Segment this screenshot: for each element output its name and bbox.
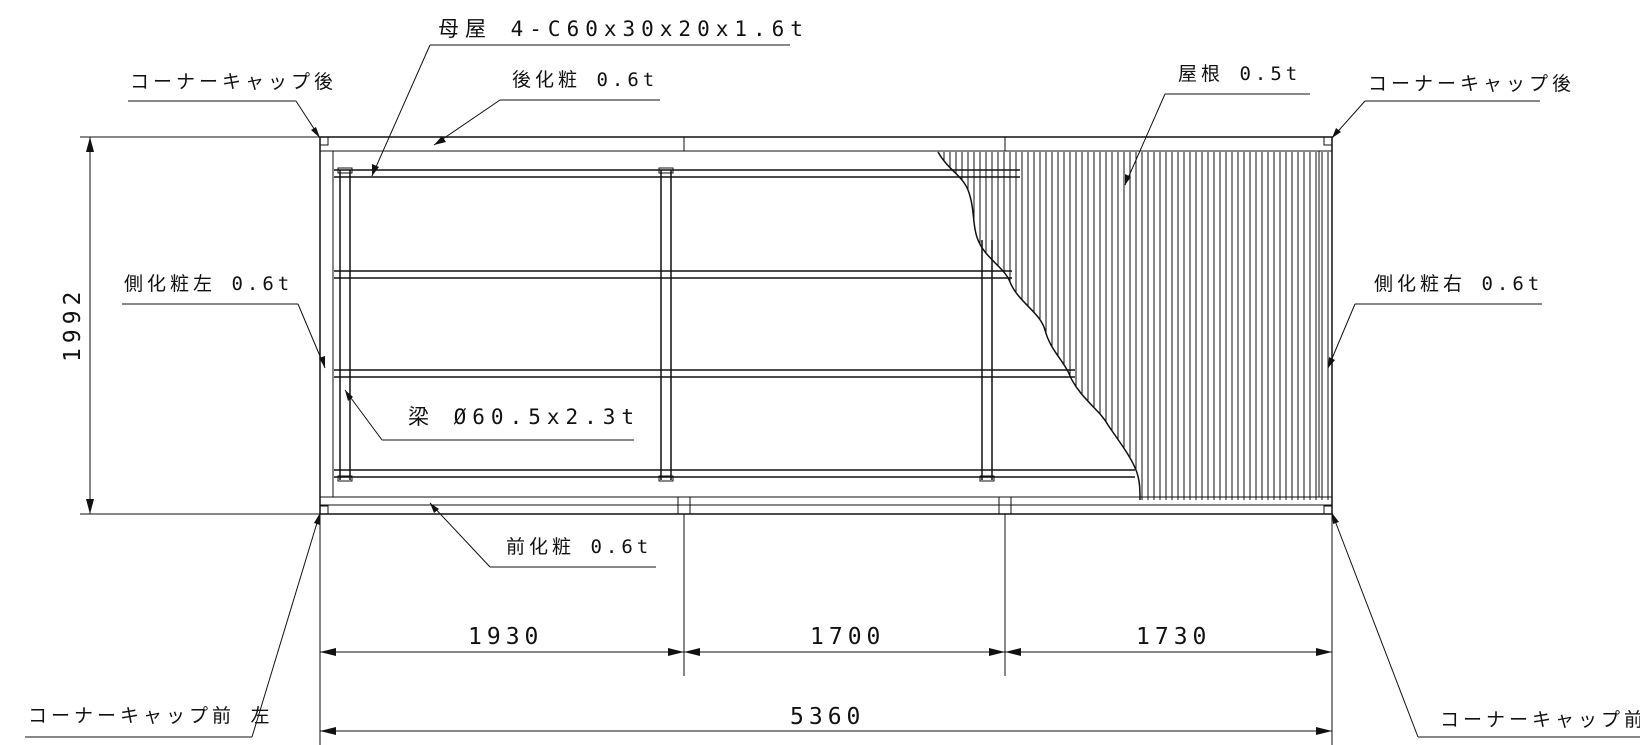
label-corner-cap-front-left: コーナーキャップ前 左 bbox=[28, 705, 273, 727]
label-corner-cap-rear-right: コーナーキャップ後 bbox=[1368, 73, 1575, 95]
label-purlin: 母屋 4-C60x30x20x1.6t bbox=[438, 17, 809, 41]
label-corner-cap-rear-left: コーナーキャップ後 bbox=[130, 71, 337, 93]
label-side-fascia-right: 側化粧右 0.6t bbox=[1374, 273, 1543, 295]
label-roof: 屋根 0.5t bbox=[1178, 63, 1301, 85]
label-front-fascia: 前化粧 0.6t bbox=[506, 536, 652, 558]
beams bbox=[337, 167, 995, 482]
label-corner-cap-front-right: コーナーキャップ前 右 bbox=[1440, 709, 1640, 731]
frame-outline bbox=[319, 136, 1333, 515]
dim-span-3: 1730 bbox=[1136, 624, 1211, 650]
dim-depth: 1992 bbox=[60, 287, 86, 362]
leader-lines bbox=[25, 44, 1640, 738]
label-beam: 梁 Ø60.5x2.3t bbox=[408, 405, 640, 429]
annotation-labels: 母屋 4-C60x30x20x1.6t 後化粧 0.6t 屋根 0.5t コーナ… bbox=[28, 17, 1640, 731]
label-rear-fascia: 後化粧 0.6t bbox=[512, 69, 658, 91]
dim-span-1: 1930 bbox=[468, 624, 543, 650]
dimension-lines bbox=[80, 136, 1333, 745]
roof-sheet bbox=[937, 151, 1329, 501]
purlins bbox=[334, 169, 1135, 478]
dim-span-2: 1700 bbox=[810, 624, 885, 650]
label-side-fascia-left: 側化粧左 0.6t bbox=[124, 273, 293, 295]
dimension-labels: 1992 1930 1700 1730 5360 bbox=[60, 287, 1211, 730]
dim-total-width: 5360 bbox=[790, 704, 865, 730]
